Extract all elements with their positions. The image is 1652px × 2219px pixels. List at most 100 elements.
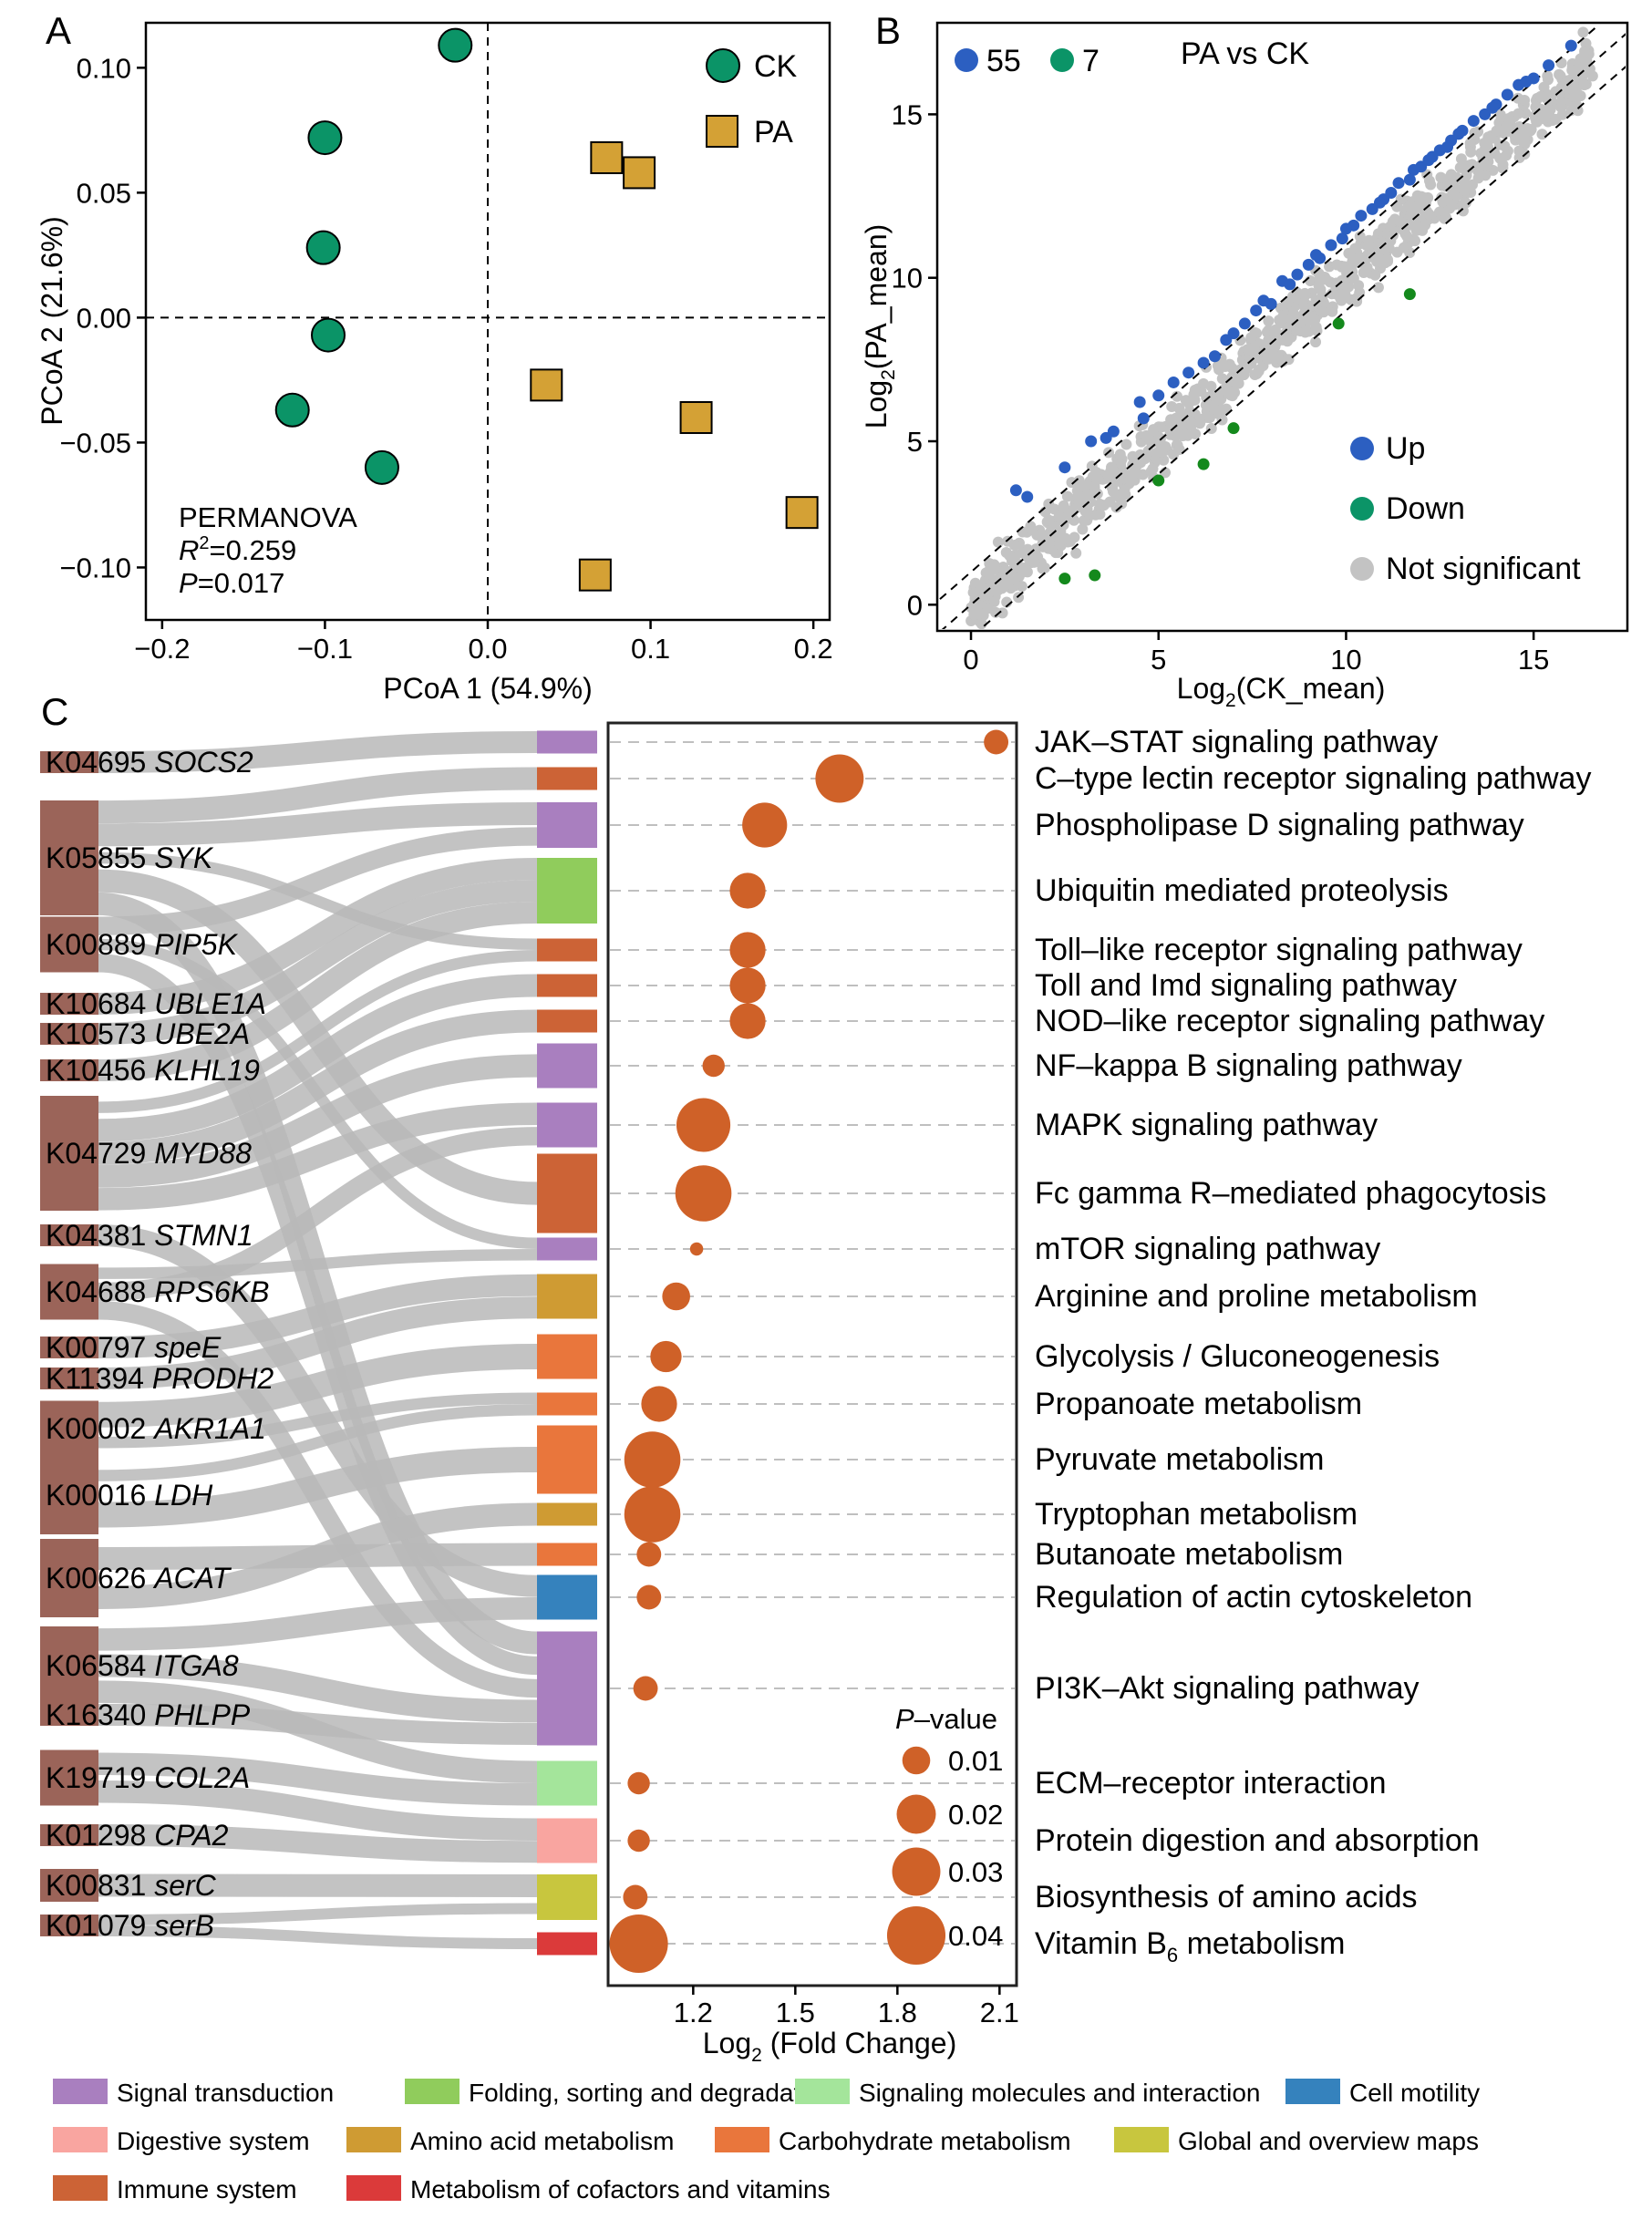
- ns-point: [1037, 562, 1048, 573]
- gene-ko-id: K19719: [46, 1761, 154, 1794]
- pathway-bubble: [623, 1884, 648, 1910]
- up-point: [1182, 366, 1195, 379]
- ns-point: [1232, 377, 1244, 389]
- gene-box: [40, 1539, 98, 1617]
- gene-label: K00016 LDH: [46, 1479, 213, 1512]
- up-point: [1238, 317, 1251, 330]
- gene-symbol: ITGA8: [154, 1649, 239, 1682]
- category-legend-swatch: [405, 2079, 459, 2104]
- gene-label: K00797 speE: [46, 1331, 222, 1364]
- gene-symbol: PRODH2: [152, 1362, 274, 1395]
- gene-symbol: KLHL19: [154, 1054, 260, 1087]
- down-count-marker: [1050, 48, 1074, 72]
- ns-point: [1299, 289, 1311, 301]
- pathway-label: Tryptophan metabolism: [1035, 1497, 1358, 1532]
- ns-point: [1472, 172, 1484, 184]
- ns-point: [1219, 361, 1231, 373]
- ns-point: [1221, 403, 1233, 415]
- ns-point: [1550, 113, 1562, 125]
- up-point: [1441, 140, 1454, 153]
- ns-point: [1098, 500, 1110, 511]
- legend-ck-label: CK: [754, 49, 798, 84]
- gene-label: K06584 ITGA8: [46, 1649, 239, 1682]
- ns-point: [1311, 325, 1323, 336]
- up-count-label: 55: [986, 44, 1021, 78]
- scatter-x-tick-label: 15: [1518, 644, 1549, 676]
- ns-point: [1464, 138, 1476, 150]
- sankey-link: [98, 858, 538, 1015]
- ns-point: [1000, 546, 1012, 558]
- gene-label: K11394 PRODH2: [46, 1362, 274, 1395]
- up-point: [1486, 101, 1499, 114]
- ns-point: [1194, 418, 1206, 429]
- pathway-category-box: [537, 1237, 597, 1261]
- sankey-link: [98, 1654, 538, 1723]
- ns-point: [1263, 353, 1275, 365]
- up-point: [1021, 490, 1034, 503]
- ns-point: [1497, 162, 1509, 174]
- gene-label: K19719 COL2A: [46, 1761, 250, 1794]
- pcoa-y-ticks: 0.100.050.00−0.05−0.10: [60, 52, 146, 583]
- ns-point: [1346, 257, 1358, 269]
- ns-point: [1253, 366, 1265, 377]
- up-point: [1407, 163, 1420, 176]
- ns-point: [1514, 126, 1526, 138]
- up-point: [1291, 268, 1304, 281]
- pcoa-point-ck: [274, 392, 310, 428]
- gene-ko-id: K11394: [46, 1362, 152, 1395]
- ns-point: [1419, 191, 1430, 203]
- category-legend-label: Folding, sorting and degradation: [469, 2079, 835, 2107]
- ns-point: [1173, 402, 1185, 414]
- gene-box: [40, 993, 98, 1015]
- gene-symbol: AKR1A1: [152, 1412, 266, 1445]
- pathway-label: Arginine and proline metabolism: [1035, 1279, 1478, 1314]
- ns-point: [1465, 146, 1477, 158]
- sankey-link: [98, 950, 538, 1113]
- gene-symbol: PIP5K: [154, 928, 238, 961]
- pathway-label: mTOR signaling pathway: [1035, 1232, 1380, 1266]
- pathway-category-box: [537, 938, 597, 962]
- pathway-category-box: [537, 767, 597, 790]
- pathway-label: Toll–like receptor signaling pathway: [1035, 933, 1523, 967]
- gene-ko-id: K01079: [46, 1909, 154, 1942]
- sankey-link: [98, 902, 538, 1081]
- ns-point: [1183, 406, 1195, 418]
- gene-box: [40, 1626, 98, 1705]
- category-legend-swatch: [53, 2079, 108, 2104]
- ns-point: [1058, 500, 1069, 511]
- pathway-label: PI3K–Akt signaling pathway: [1035, 1671, 1419, 1706]
- pathway-category-box: [537, 1932, 597, 1956]
- gene-symbol: UBLE1A: [154, 987, 266, 1020]
- pvalue-size-legend: P–value 0.010.020.030.04: [886, 1703, 1003, 1966]
- gene-ko-id: K05855: [46, 841, 154, 874]
- gene-label: K01298 CPA2: [46, 1819, 229, 1852]
- pvalue-legend-bubble: [902, 1746, 931, 1775]
- ns-point: [1141, 429, 1152, 441]
- ns-point: [1489, 148, 1501, 160]
- pcoa-point-pa: [679, 401, 713, 435]
- gene-ko-id: K00002: [46, 1412, 154, 1445]
- pathway-label: Propanoate metabolism: [1035, 1387, 1362, 1421]
- sankey-link: [98, 1824, 538, 1863]
- sankey-links: [98, 731, 538, 1949]
- ns-point: [1330, 279, 1342, 291]
- ns-point: [1387, 229, 1399, 241]
- ns-point: [1502, 121, 1514, 133]
- up-point: [1302, 258, 1315, 271]
- ns-point: [1026, 524, 1038, 536]
- pathway-bubble: [624, 1486, 681, 1543]
- category-legend-swatch: [1114, 2127, 1169, 2152]
- pathway-label: Vitamin B6 metabolism: [1035, 1926, 1345, 1966]
- ns-point: [1555, 57, 1567, 69]
- ns-point: [1268, 328, 1280, 340]
- up-point: [1520, 76, 1533, 88]
- ns-point: [1369, 269, 1381, 281]
- ns-point: [1172, 390, 1183, 402]
- ns-point: [1094, 509, 1106, 521]
- ns-point: [1358, 266, 1369, 278]
- ns-point: [1073, 475, 1085, 487]
- ns-point: [1534, 90, 1546, 102]
- gene-symbol: SYK: [154, 841, 214, 874]
- pcoa-point-ck: [364, 449, 399, 485]
